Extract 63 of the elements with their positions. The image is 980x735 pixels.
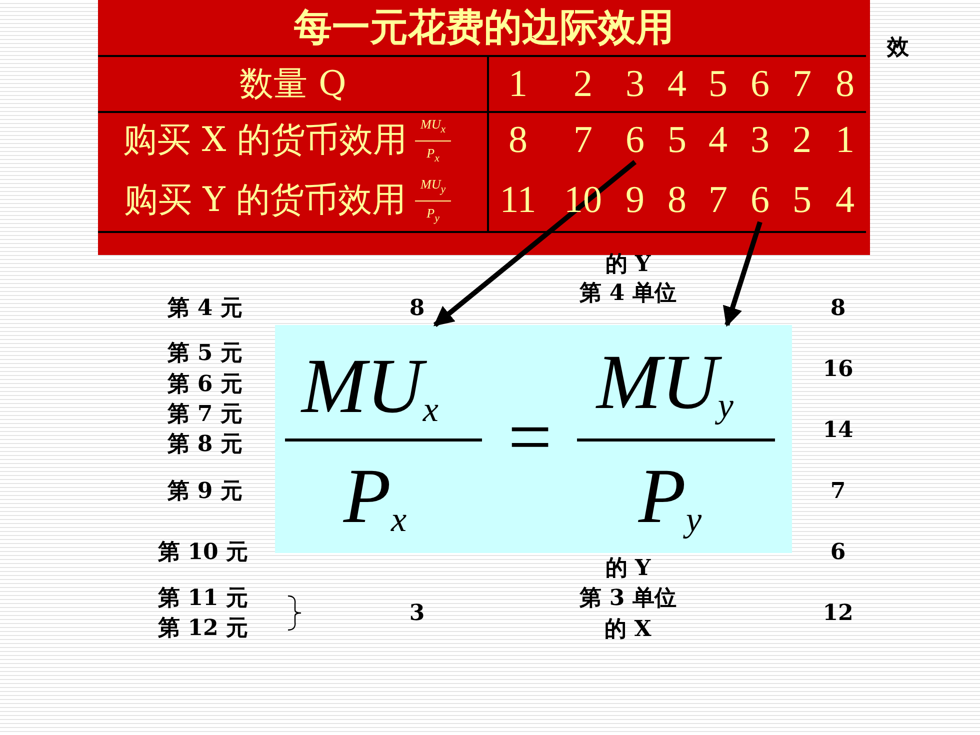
formula-box [275, 325, 792, 553]
background-text: 第 8 元 [168, 430, 242, 459]
background-text: 第 4 元 [168, 294, 242, 323]
table-value: 11 [500, 178, 536, 222]
background-text: 8 [830, 295, 846, 321]
background-text: 6 [830, 539, 846, 565]
table-value: 1 [836, 118, 854, 162]
table-value: 9 [626, 178, 644, 222]
background-text: 的 X [604, 615, 652, 644]
table-value: 2 [574, 62, 592, 106]
table-value: 2 [792, 118, 812, 162]
table-value: 3 [626, 62, 644, 106]
formula-term: MU$_{x}$ [302, 347, 438, 427]
row-header: 数量 Q [240, 63, 346, 106]
fraction-term: MU$_{y}$ [420, 176, 446, 196]
background-text: 的 Y [605, 554, 651, 583]
fraction-term: MU$_{x}$ [420, 116, 446, 136]
fraction-term: P$_{x}$ [426, 146, 440, 164]
formula-term: = [508, 398, 552, 476]
table-value: 5 [792, 178, 812, 222]
table-value: 5 [708, 62, 728, 106]
table-value: 4 [836, 178, 854, 222]
table-value: 8 [668, 178, 686, 222]
table-value: 6 [626, 118, 644, 162]
table-value: 8 [836, 62, 854, 106]
formula-term: P$_{y}$ [638, 457, 702, 537]
table-panel [98, 0, 870, 255]
table-value: 4 [708, 118, 728, 162]
background-text: 8 [409, 295, 425, 321]
row-header: 购买 Y 的货币效用 [124, 179, 406, 222]
table-value: 6 [750, 178, 770, 222]
background-text: 7 [830, 478, 846, 504]
background-text: 的 Y [605, 250, 651, 279]
background-text: 第 10 元 [158, 538, 248, 567]
background-text: 第 12 元 [158, 614, 248, 643]
table-value: 4 [668, 62, 686, 106]
background-text: 第 11 元 [158, 584, 248, 613]
table-value: 3 [750, 118, 770, 162]
background-text: 第 9 元 [168, 477, 242, 506]
table-value: 8 [508, 118, 528, 162]
table-value: 7 [574, 118, 592, 162]
arrow [722, 221, 762, 327]
table-value: 6 [750, 62, 770, 106]
formula-term: MU$_{y}$ [596, 343, 734, 423]
row-header: 购买 X 的货币效用 [123, 119, 407, 162]
background-text: 效 [887, 33, 909, 62]
background-text: 第 3 单位 [580, 584, 676, 613]
table-value: 7 [708, 178, 728, 222]
arrow [433, 160, 637, 327]
title: 每一元花费的边际效用 [293, 4, 675, 51]
table-value: 5 [668, 118, 686, 162]
background-text: 14 [822, 417, 854, 443]
background-text: 第 6 元 [168, 370, 242, 399]
background-text: 12 [822, 600, 854, 626]
table-value: 1 [508, 62, 528, 106]
background-text: 第 5 元 [168, 339, 242, 368]
fraction-term: P$_{y}$ [426, 206, 440, 224]
table-value: 7 [792, 62, 812, 106]
background-text: 3 [409, 600, 425, 626]
background-text: 16 [822, 356, 854, 382]
background-text: 第 7 元 [168, 400, 242, 429]
formula-term: P$_{x}$ [343, 457, 407, 537]
background-text: 第 4 单位 [580, 279, 676, 308]
